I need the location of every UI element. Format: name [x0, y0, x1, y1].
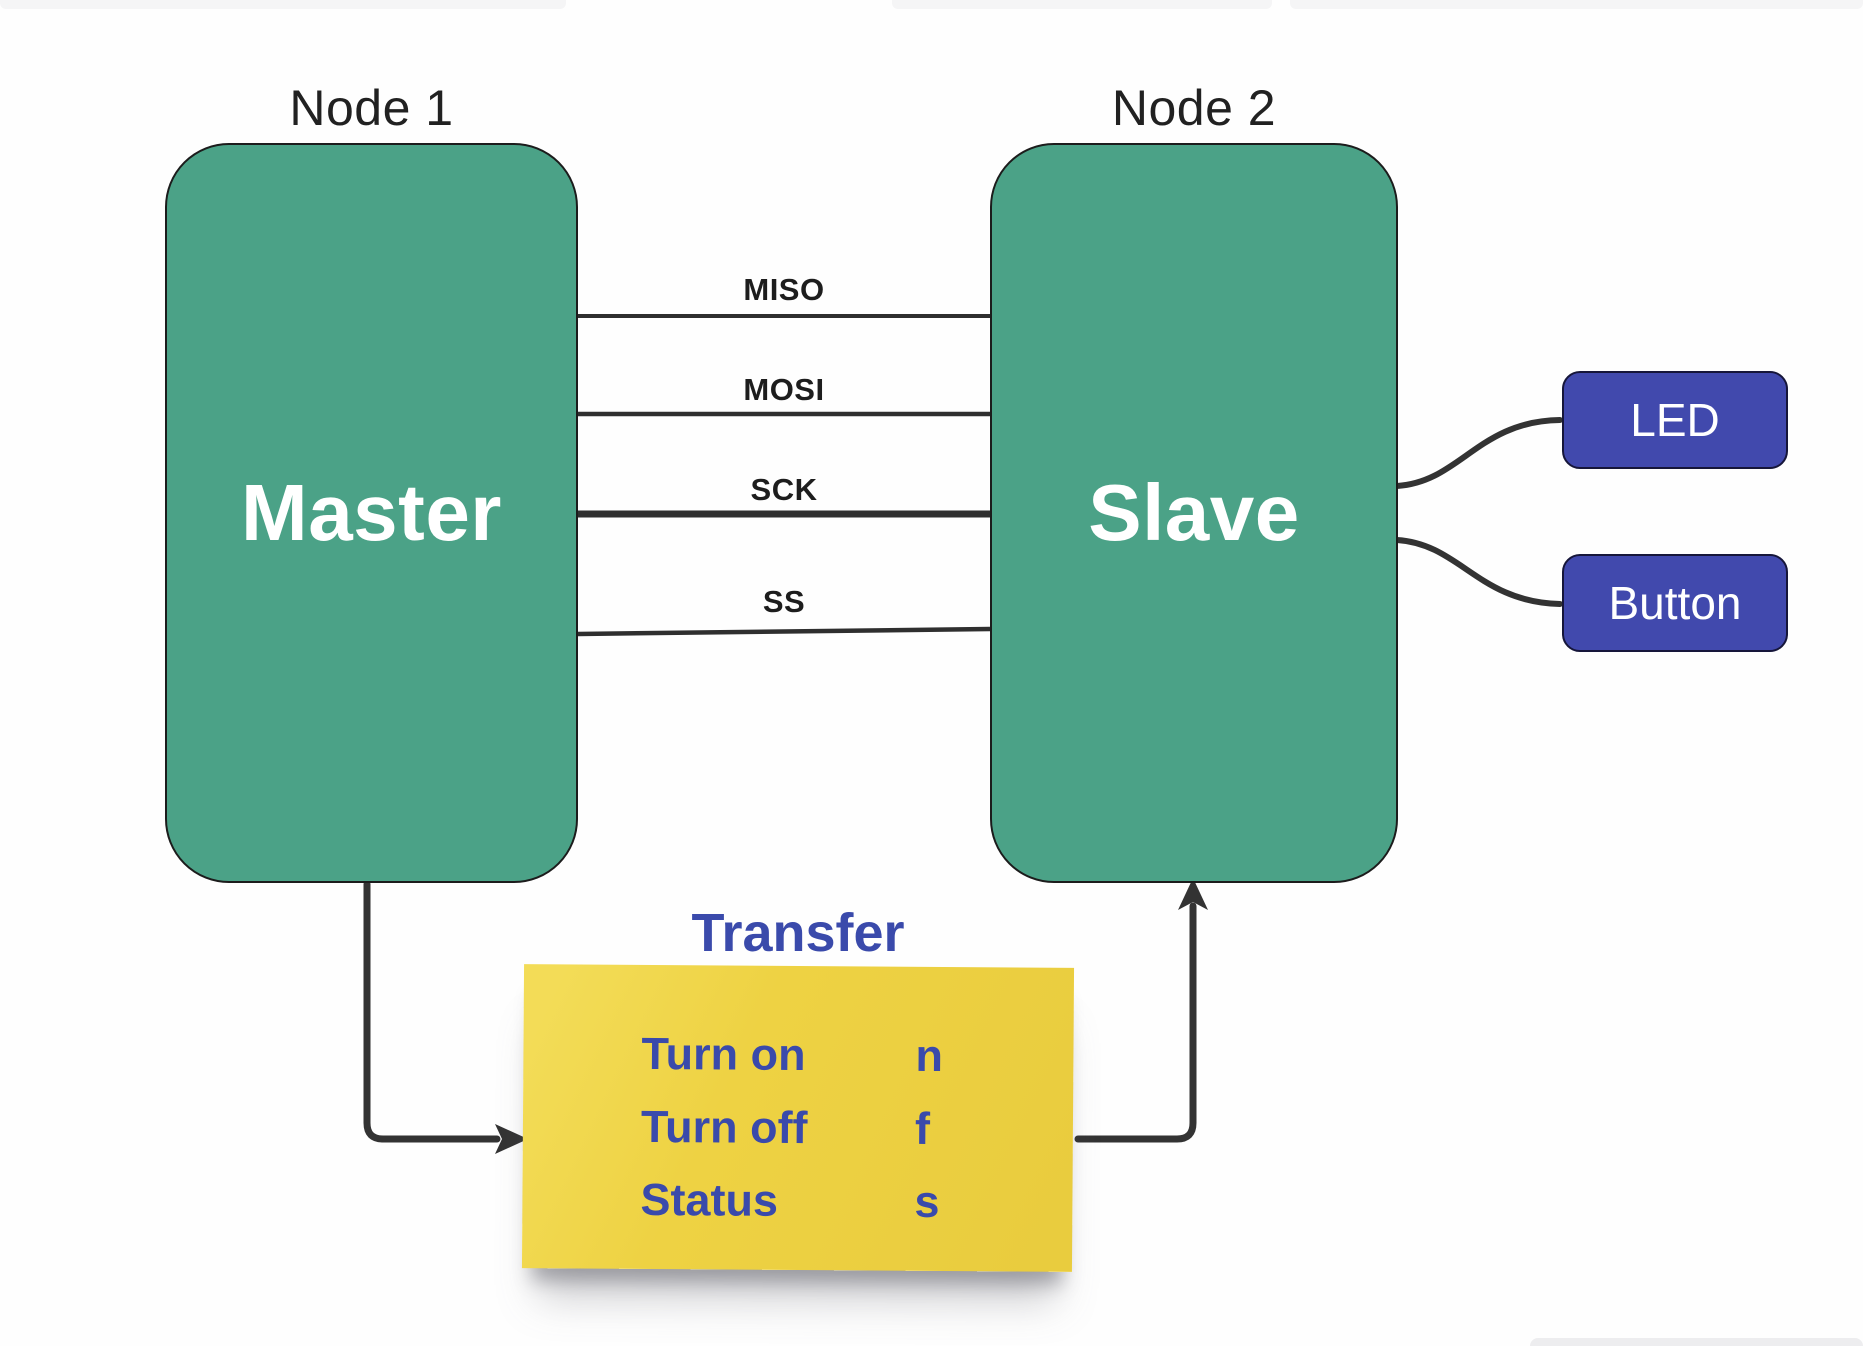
led-label: LED	[1630, 394, 1720, 446]
transfer-title: Transfer	[691, 903, 905, 963]
slave-to-led-connector	[1394, 417, 1563, 489]
miso-label: MISO	[743, 272, 825, 307]
node-master: Master	[165, 143, 578, 883]
ss-label: SS	[762, 584, 806, 619]
background-artifact-bar	[1290, 0, 1863, 9]
node1-caption: Node 1	[289, 80, 454, 136]
button-label: Button	[1608, 577, 1742, 629]
background-artifact-bar	[1530, 1338, 1863, 1346]
note-command: Turn off	[640, 1100, 808, 1153]
background-artifact-bar	[892, 0, 1272, 9]
master-to-note-arrowhead	[495, 1124, 528, 1154]
master-to-note-arrow	[363, 880, 501, 1143]
led-box: LED	[1562, 371, 1788, 469]
note-key: f	[914, 1102, 931, 1154]
node-slave: Slave	[990, 143, 1398, 883]
note-to-slave-arrowhead	[1178, 878, 1208, 910]
slave-to-button-connector	[1394, 537, 1563, 607]
note-row: Status s	[640, 1163, 942, 1238]
ss-line	[577, 626, 991, 637]
note-command: Turn on	[641, 1027, 806, 1080]
slave-label: Slave	[1088, 468, 1300, 557]
background-artifact-bar	[0, 0, 566, 9]
transfer-note: Turn on n Turn off f Status s	[521, 964, 1075, 1272]
mosi-label: MOSI	[743, 372, 825, 407]
sck-label: SCK	[750, 472, 818, 507]
node2-caption: Node 2	[1111, 80, 1277, 136]
note-key: s	[914, 1175, 940, 1227]
note-command: Status	[640, 1173, 779, 1226]
button-box: Button	[1562, 554, 1788, 652]
note-key: n	[915, 1029, 944, 1081]
note-row: Turn on n	[641, 1017, 943, 1092]
note-row: Turn off f	[641, 1090, 943, 1165]
note-to-slave-arrow	[1074, 902, 1197, 1143]
master-label: Master	[241, 468, 502, 557]
transfer-note-rows: Turn on n Turn off f Status s	[640, 1017, 943, 1238]
